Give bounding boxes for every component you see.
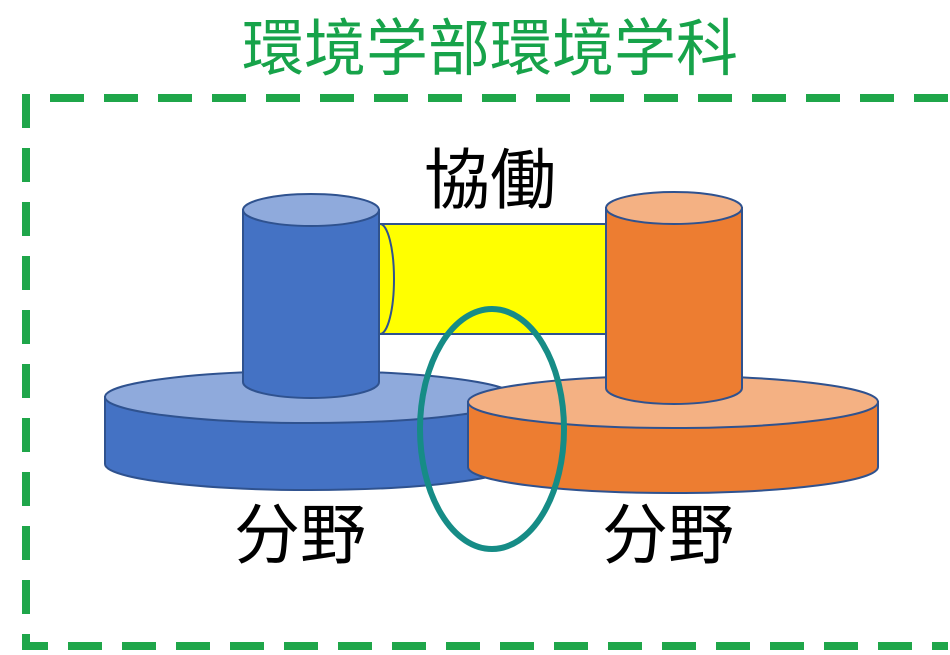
collaboration-bridge — [365, 223, 611, 335]
left-field-label: 分野 — [234, 497, 366, 574]
diagram-title: 環境学部環境学科 — [242, 12, 738, 85]
left-field-pillar — [242, 193, 380, 399]
right-field-label: 分野 — [602, 497, 734, 574]
right-field-pillar — [605, 191, 743, 405]
overlap-ring — [417, 306, 567, 552]
dashed-frame — [22, 94, 948, 650]
collaboration-label: 協働 — [424, 142, 556, 219]
